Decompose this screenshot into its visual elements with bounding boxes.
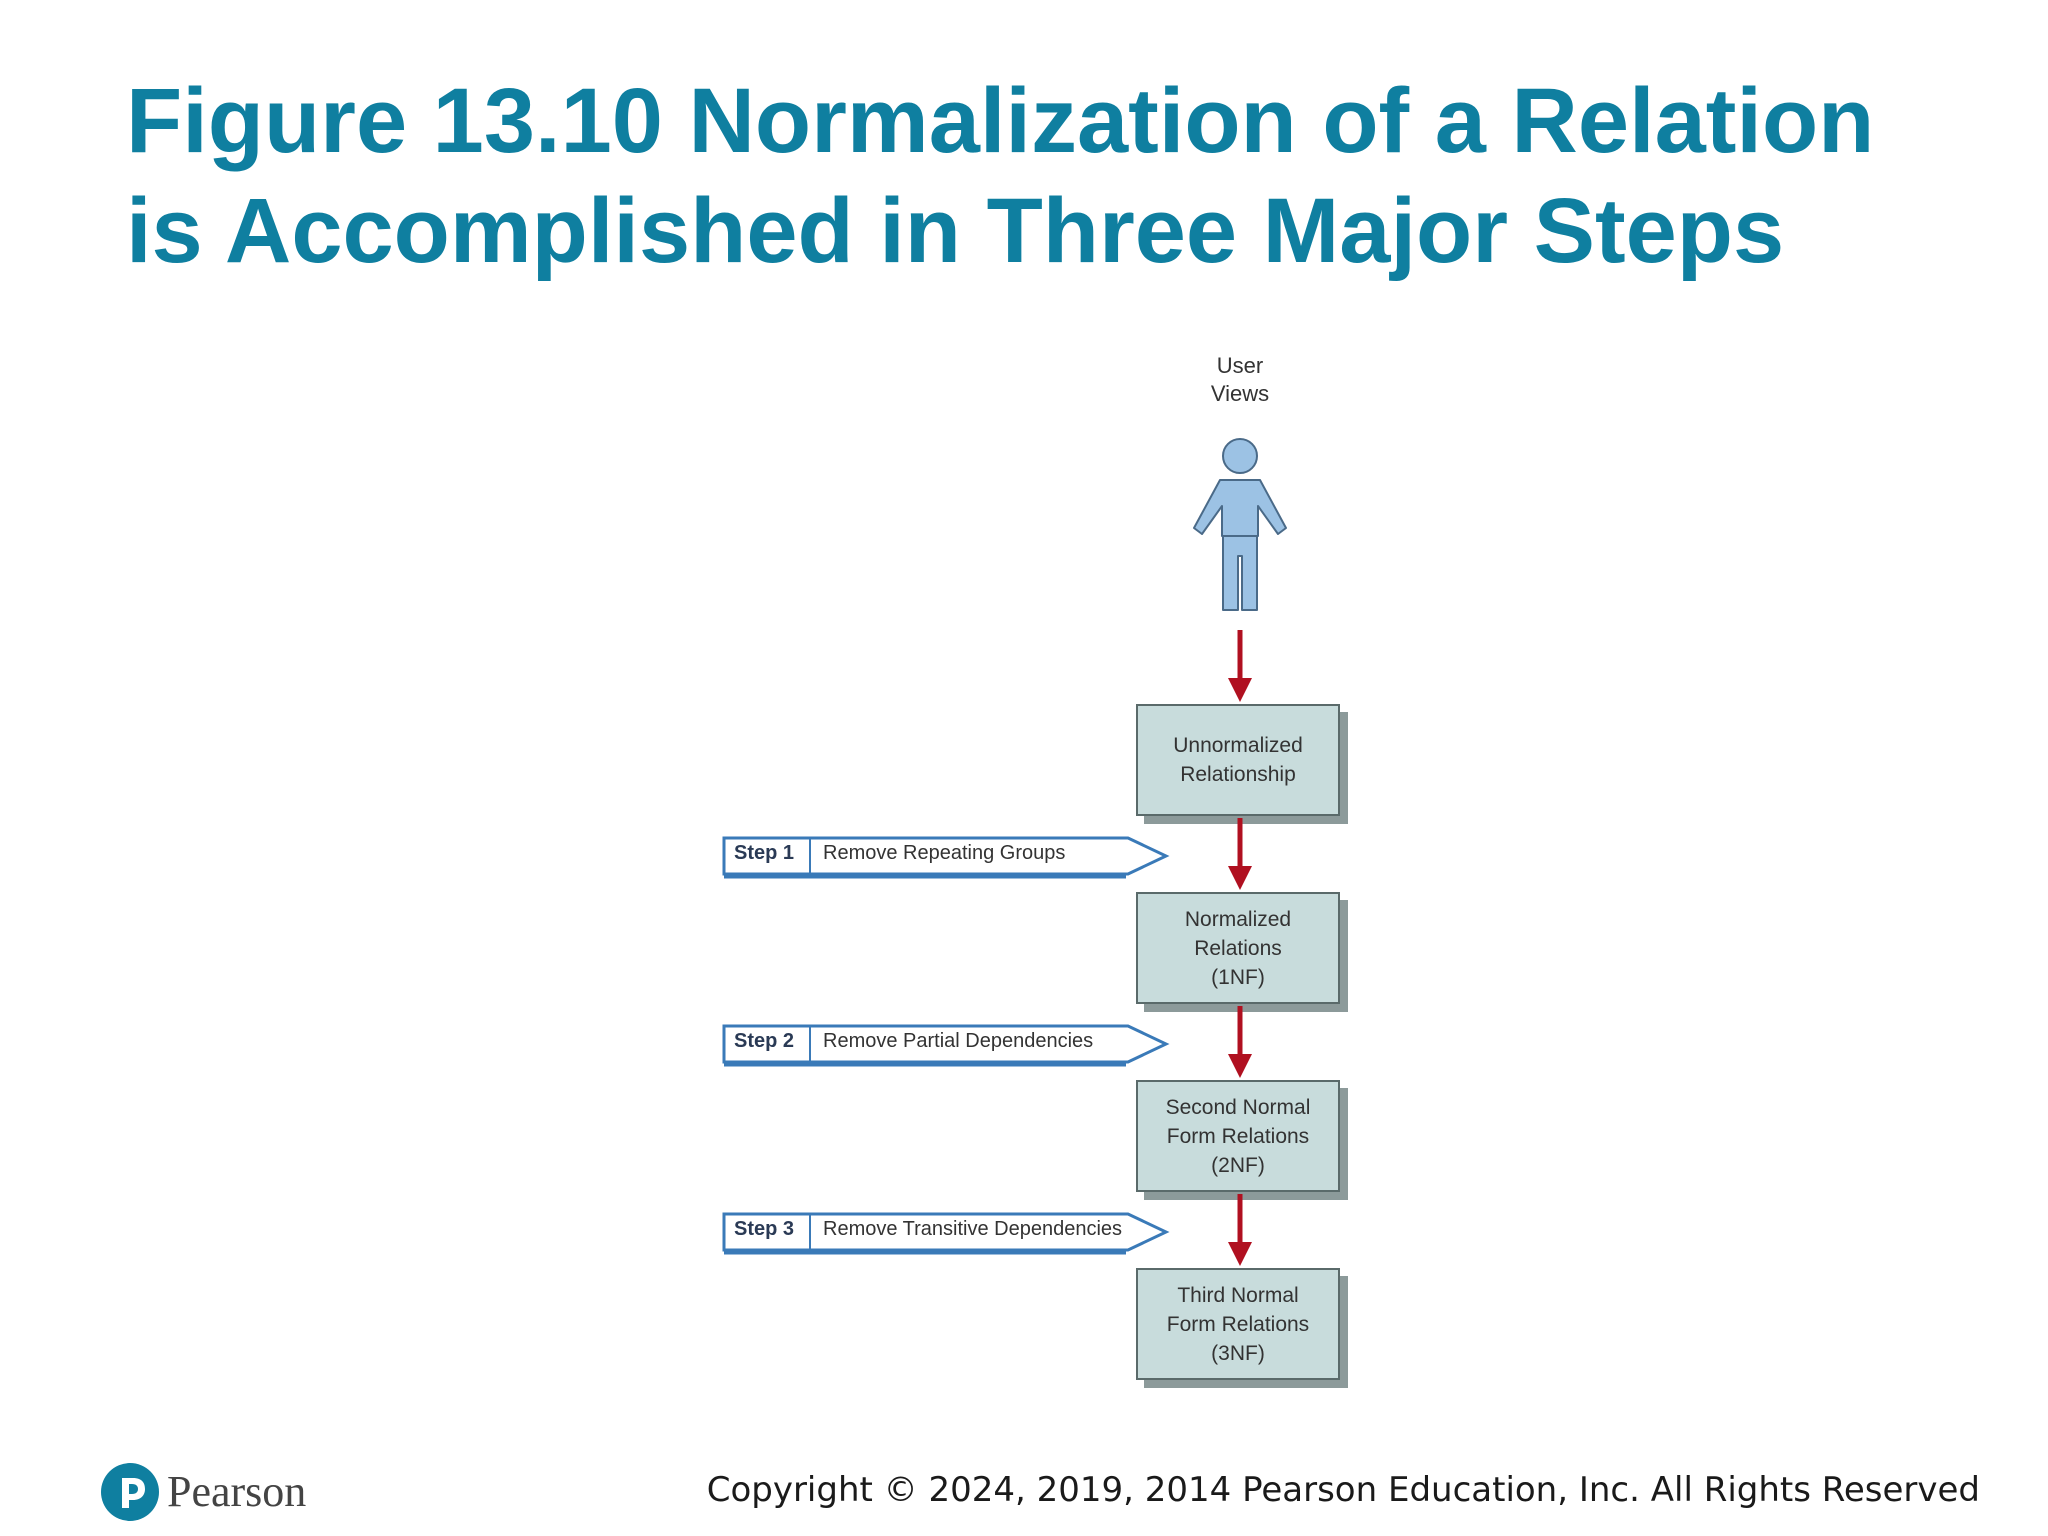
normalization-diagram: User Views Unnormalized Relationship Ste… <box>700 330 1400 1410</box>
arrow-user-to-unnormalized <box>1228 630 1252 702</box>
arrow-1nf-to-2nf <box>1228 1006 1252 1078</box>
step-1-label: Step 1 <box>734 842 795 864</box>
arrow-2nf-to-3nf <box>1228 1194 1252 1266</box>
box-3nf-text: Third Normal Form Relations (3NF) <box>1166 1283 1310 1365</box>
box-2nf: Second Normal Form Relations (2NF) <box>1136 1080 1340 1192</box>
step-1-arrow-shape <box>722 836 1170 879</box>
pearson-logo-icon <box>101 1463 159 1521</box>
slide-title: Figure 13.10 Normalization of a Relation… <box>126 66 1946 286</box>
step-3-text: Remove Transitive Dependencies <box>823 1218 1123 1240</box>
pearson-brand-name: Pearson <box>167 1467 307 1516</box>
step-2-text: Remove Partial Dependencies <box>823 1030 1094 1052</box>
step-2-arrow-shape <box>722 1024 1170 1067</box>
box-2nf-text: Second Normal Form Relations (2NF) <box>1165 1095 1311 1177</box>
slide-title-line-1: Figure 13.10 Normalization of a Relation <box>126 70 1875 172</box>
user-label-line-1: User <box>1216 353 1264 378</box>
step-2-label: Step 2 <box>734 1030 795 1052</box>
step-1-text: Remove Repeating Groups <box>823 842 1066 864</box>
copyright-notice: Copyright © 2024, 2019, 2014 Pearson Edu… <box>706 1470 1980 1510</box>
arrow-unnormalized-to-1nf <box>1228 818 1252 890</box>
user-views-label: User Views <box>1180 352 1300 408</box>
step-3-label: Step 3 <box>734 1218 795 1240</box>
box-3nf: Third Normal Form Relations (3NF) <box>1136 1268 1340 1380</box>
step-3-arrow-shape <box>722 1212 1170 1255</box>
step-2-banner: Step 2 Remove Partial Dependencies <box>720 1018 1170 1070</box>
step-1-banner: Step 1 Remove Repeating Groups <box>720 830 1170 882</box>
slide-title-line-2: is Accomplished in Three Major Steps <box>126 180 1785 282</box>
person-icon <box>1193 438 1287 611</box>
box-1nf-text: Normalized Relations (1NF) <box>1184 907 1292 989</box>
box-1nf: Normalized Relations (1NF) <box>1136 892 1340 1004</box>
box-unnormalized-text: Unnormalized Relationship <box>1173 734 1303 786</box>
box-unnormalized-relationship: Unnormalized Relationship <box>1136 704 1340 816</box>
step-3-banner: Step 3 Remove Transitive Dependencies <box>720 1206 1170 1258</box>
user-label-line-2: Views <box>1210 381 1270 406</box>
